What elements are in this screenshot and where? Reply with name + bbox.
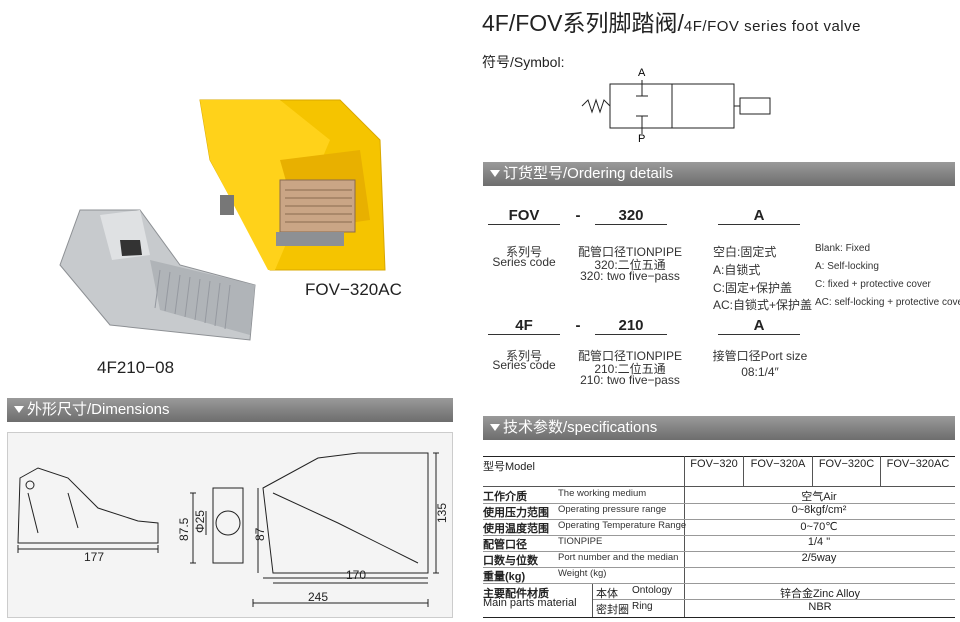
specs-section-title: 技术参数/specifications [503,419,658,436]
4f-port-title: 接管口径Port size [712,349,808,363]
spec-row-weight: 重量(kg) Weight (kg) [483,568,607,583]
spec-seal-zh: 密封圈 [596,604,629,616]
dim-label-245: 245 [308,590,328,604]
spec-row-medium: 工作介质 The working medium 空气Air [483,488,837,503]
fov-option-en-2: C: fixed + protective cover [815,279,931,290]
fov-suffix-code: A [718,207,800,225]
spec-material-zh: 主要配件材质 [483,588,549,600]
title-sub: 4F/FOV series foot valve [683,18,861,35]
fov-option-zh-1: A:自锁式 [713,263,761,277]
symbol-port-p-label: P [638,133,645,145]
4f-series-en: Series code [492,358,556,372]
4f-suffix-code: A [718,317,800,335]
spec-model-label: 型号Model [483,461,535,473]
specs-section-bar: 技术参数/specifications [483,416,955,440]
product-photos [59,99,386,341]
triangle-icon [14,406,24,413]
spec-model-0: FOV−320 [690,458,738,470]
4f-port-value: 08:1/4″ [741,365,779,379]
fov-pipe-line1: 320:二位五通 [594,258,666,272]
spec-model-1: FOV−320A [750,458,806,470]
symbol-label: 符号/Symbol: [482,54,565,70]
spec-model-2: FOV−320C [818,458,875,470]
fov-option-en-3: AC: self-locking + protective cover [815,297,960,308]
dim-label-phi25: Φ25 [193,510,207,533]
fov-series-en: Series code [492,255,556,269]
spec-seal-en: Ring [632,601,653,612]
4f-series-zh: 系列号 [505,349,542,363]
fov-option-en-1: A: Self-locking [815,261,879,272]
4f-pipe-line2: 210: two five−pass [580,373,680,387]
fov-option-en-0: Blank: Fixed [815,243,871,254]
triangle-icon [490,170,500,177]
dimensions-drawing-panel: 177 87.5 Φ25 87 135 170 245 [7,432,453,618]
dimensions-section-bar: 外形尺寸/Dimensions [7,398,453,422]
fov-pipe-zh: 配管口径TIONPIPE [577,245,682,259]
triangle-icon [490,424,500,431]
caption-4f210-08: 4F210−08 [97,358,175,377]
spec-row-ports: 口数与位数 Port number and the median 2/5way [483,552,837,567]
4f-pipe-code: 210 [595,317,667,335]
caption-fov-320ac: FOV−320AC [305,280,402,299]
symbol-port-a-label: A [638,67,646,79]
4f-pipe-zh: 配管口径TIONPIPE [577,349,682,363]
4f-series-code: 4F [488,317,560,335]
title-main: 4F/FOV系列脚踏阀/ [482,10,684,36]
4f-dash: - [575,317,581,334]
ordering-section-bar: 订货型号/Ordering details [483,162,955,186]
dim-label-135: 135 [435,503,449,523]
fov-pipe-code: 320 [595,207,667,225]
spec-material-en: Main parts material [483,597,577,609]
dimensions-section-title: 外形尺寸/Dimensions [27,401,170,418]
dim-label-177: 177 [84,550,104,564]
fov-option-zh-0: 空白:固定式 [713,245,777,259]
dim-label-87: 87 [253,527,267,541]
dimensions-drawing: 177 87.5 Φ25 87 135 170 245 [17,452,449,607]
spec-row-pipe: 配管口径 TIONPIPE 1/4 " [483,536,831,551]
fov-yellow-pedal-image [199,99,386,271]
spec-seal-value: NBR [808,601,832,613]
dim-label-170: 170 [346,568,366,582]
spec-body-zh: 本体 [596,588,618,600]
fov-dash: - [575,207,581,224]
fov-series-zh: 系列号 [505,245,542,259]
spec-model-3: FOV−320AC [886,458,950,470]
ordering-section-title: 订货型号/Ordering details [503,165,674,182]
dim-label-87-5: 87.5 [177,517,191,541]
fov-option-zh-3: AC:自锁式+保护盖 [713,298,813,312]
spec-row-temperature: 使用温度范围 Operating Temperature Range 0~70℃ [483,520,838,535]
spec-body-en: Ontology [632,585,673,596]
valve-symbol-diagram: A P [581,67,771,145]
spec-row-pressure: 使用压力范围 Operating pressure range 0~8kgf/c… [483,504,847,519]
4f-pipe-line1: 210:二位五通 [594,362,666,376]
fov-pipe-line2: 320: two five−pass [580,269,680,283]
page-title: 4F/FOV系列脚踏阀/4F/FOV series foot valve [482,4,861,38]
4f-silver-pedal-image [59,209,256,341]
fov-series-code: FOV [488,207,560,225]
spec-body-value: 锌合金Zinc Alloy [779,588,861,600]
fov-option-zh-2: C:固定+保护盖 [713,281,793,295]
